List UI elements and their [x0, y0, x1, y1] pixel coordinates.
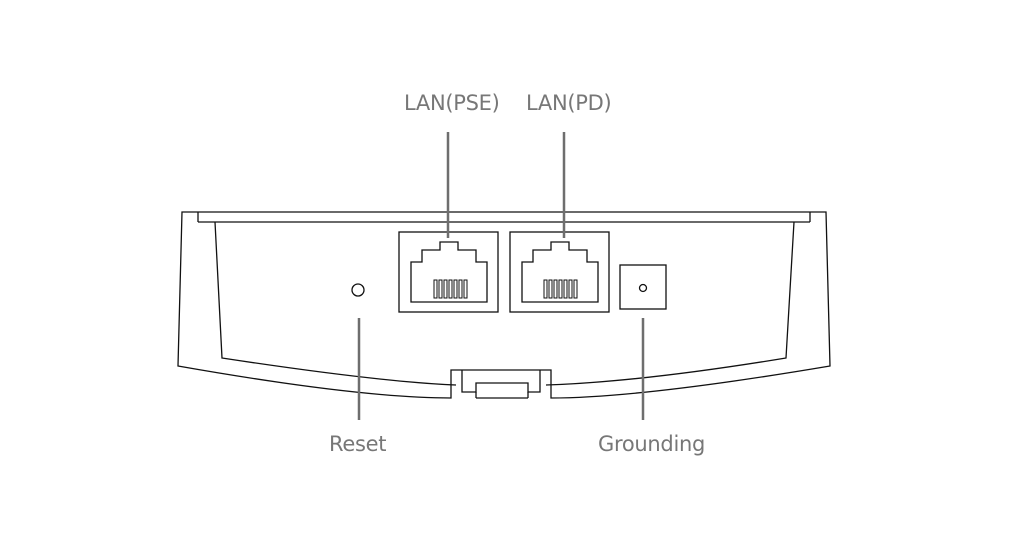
lan-pse-pins: [434, 280, 467, 298]
lan-pd-pins: [544, 280, 577, 298]
housing-outline: [178, 212, 830, 398]
lan-pse-label: LAN(PSE): [404, 91, 500, 115]
inner-panel-outline: [215, 222, 794, 385]
grounding-terminal: [620, 265, 666, 309]
reset-label: Reset: [329, 432, 386, 456]
grounding-label: Grounding: [598, 432, 705, 456]
reset-hole: [352, 284, 364, 296]
lan-pd-label: LAN(PD): [526, 91, 611, 115]
lan-pd-port: [510, 232, 609, 312]
bottom-clip: [462, 370, 540, 392]
lan-pse-port: [399, 232, 498, 312]
